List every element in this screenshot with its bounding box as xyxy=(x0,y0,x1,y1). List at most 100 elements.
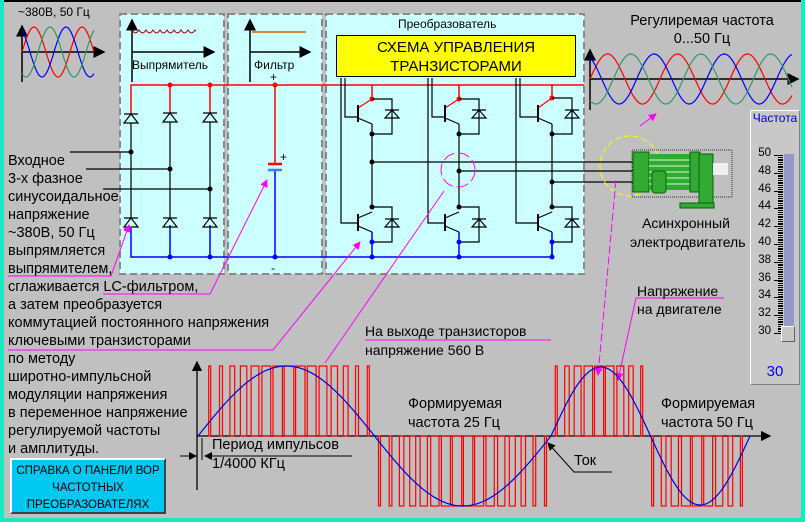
minor-tick xyxy=(778,229,783,231)
frequency-value: 30 xyxy=(766,363,784,380)
minor-tick xyxy=(778,270,783,272)
wire xyxy=(427,78,445,224)
node xyxy=(456,131,462,137)
description-line: напряжение xyxy=(8,207,90,223)
minor-tick xyxy=(778,254,783,256)
output-phase-c-wave xyxy=(589,53,793,105)
pwm-pulse xyxy=(474,435,485,507)
help-button-line: СПРАВКА О ПАНЕЛИ ВОР xyxy=(16,465,160,477)
wire xyxy=(372,98,393,135)
help-button-line: ПРЕОБРАЗОВАТЕЛЯХ xyxy=(26,499,150,511)
minor-tick xyxy=(778,274,783,276)
description-line: ~380В, 50 Гц xyxy=(8,225,95,241)
minor-tick xyxy=(778,245,783,247)
wire xyxy=(357,98,373,109)
minor-tick xyxy=(778,199,783,201)
minor-tick xyxy=(778,295,783,297)
minor-tick xyxy=(778,313,783,315)
pwm-pulse xyxy=(229,365,236,437)
frequency-slider-track[interactable] xyxy=(784,154,794,334)
minor-tick xyxy=(778,277,783,279)
minor-tick xyxy=(778,163,783,165)
pwm-pulse xyxy=(616,365,625,437)
description-line: и амплитуды. xyxy=(8,441,100,457)
description-line: 3-х фазное xyxy=(8,171,83,187)
minor-tick xyxy=(778,308,783,310)
wire xyxy=(537,97,553,109)
frequency-tick-label: 38 xyxy=(758,253,771,266)
minor-tick xyxy=(778,213,783,215)
minor-tick xyxy=(778,316,783,318)
frequency-slider-title: Частота xyxy=(752,111,798,125)
ripple-wave xyxy=(131,29,197,34)
minor-tick xyxy=(778,167,783,169)
minor-tick xyxy=(778,290,783,292)
frequency-tick-label: 30 xyxy=(758,325,771,337)
filter-label: Фильтр xyxy=(254,58,295,72)
annotation-line: Формируемая xyxy=(661,396,756,412)
pwm-pulse xyxy=(366,365,370,437)
minor-tick xyxy=(778,327,783,329)
current-annotation: Ток xyxy=(574,453,597,469)
wire xyxy=(537,211,553,219)
minor-tick xyxy=(778,304,783,306)
description-line: коммутацией постоянного напряжения xyxy=(8,315,270,331)
positive-bus xyxy=(130,82,584,166)
node xyxy=(369,254,375,260)
frame-right xyxy=(801,0,805,522)
minor-tick xyxy=(778,172,783,174)
minor-tick xyxy=(778,194,783,196)
description-line: выпрямляется xyxy=(8,243,106,259)
minor-tick xyxy=(778,293,783,295)
phase-c-wave xyxy=(21,26,95,78)
annotation-line: частота 50 Гц xyxy=(661,415,753,431)
wire xyxy=(537,117,553,125)
minor-tick xyxy=(778,329,783,331)
pwm-pulse xyxy=(388,435,393,507)
minor-tick xyxy=(778,188,783,190)
pwm-pulse xyxy=(714,435,724,507)
transistor-output-annotation: На выходе транзисторов напряжение 560 В xyxy=(365,322,526,360)
minor-tick xyxy=(778,231,783,233)
minor-tick xyxy=(778,260,783,262)
minor-tick xyxy=(778,174,783,176)
minor-tick xyxy=(778,227,783,229)
description-line: синусоидальное xyxy=(8,189,119,205)
pwm-pulse xyxy=(554,365,558,437)
minor-tick xyxy=(778,169,783,171)
pwm-pulse xyxy=(604,365,615,437)
minor-tick xyxy=(778,162,783,164)
minor-tick xyxy=(778,272,783,274)
wire xyxy=(552,97,573,135)
control-line-2: ТРАНЗИСТОРАМИ xyxy=(390,58,522,75)
help-button[interactable]: СПРАВКА О ПАНЕЛИ ВОР ЧАСТОТНЫХ ПРЕОБРАЗО… xyxy=(10,458,166,514)
node xyxy=(456,239,462,245)
minor-tick xyxy=(778,244,783,245)
node xyxy=(549,254,555,260)
minor-tick xyxy=(778,192,783,194)
pointer-lines xyxy=(8,113,724,381)
pwm-pulse xyxy=(573,365,582,437)
description-line: широтно-импульсной xyxy=(8,369,152,385)
frequency-tick-label: 42 xyxy=(758,218,771,231)
output-phase-b-wave xyxy=(589,53,793,105)
minor-tick xyxy=(778,217,783,219)
frequency-slider-thumb[interactable] xyxy=(781,326,795,342)
node xyxy=(456,254,462,260)
description-line: сглаживается LC-фильтром, xyxy=(8,279,199,295)
input-phase-lines xyxy=(70,149,213,192)
minor-tick xyxy=(778,204,783,206)
output-wave-title: Регулиремая частота 0...50 Гц xyxy=(612,12,792,48)
node xyxy=(369,239,375,245)
minor-tick xyxy=(778,300,783,302)
pwm-pulse xyxy=(377,435,382,507)
diode-icon xyxy=(470,218,488,228)
minor-tick xyxy=(778,309,783,311)
pwm-pulse xyxy=(440,435,451,507)
minor-tick xyxy=(778,258,783,260)
pwm-pulse xyxy=(680,435,691,507)
wire xyxy=(444,225,460,233)
minor-tick xyxy=(778,279,783,281)
minor-tick xyxy=(778,201,783,203)
minor-tick xyxy=(778,235,783,237)
